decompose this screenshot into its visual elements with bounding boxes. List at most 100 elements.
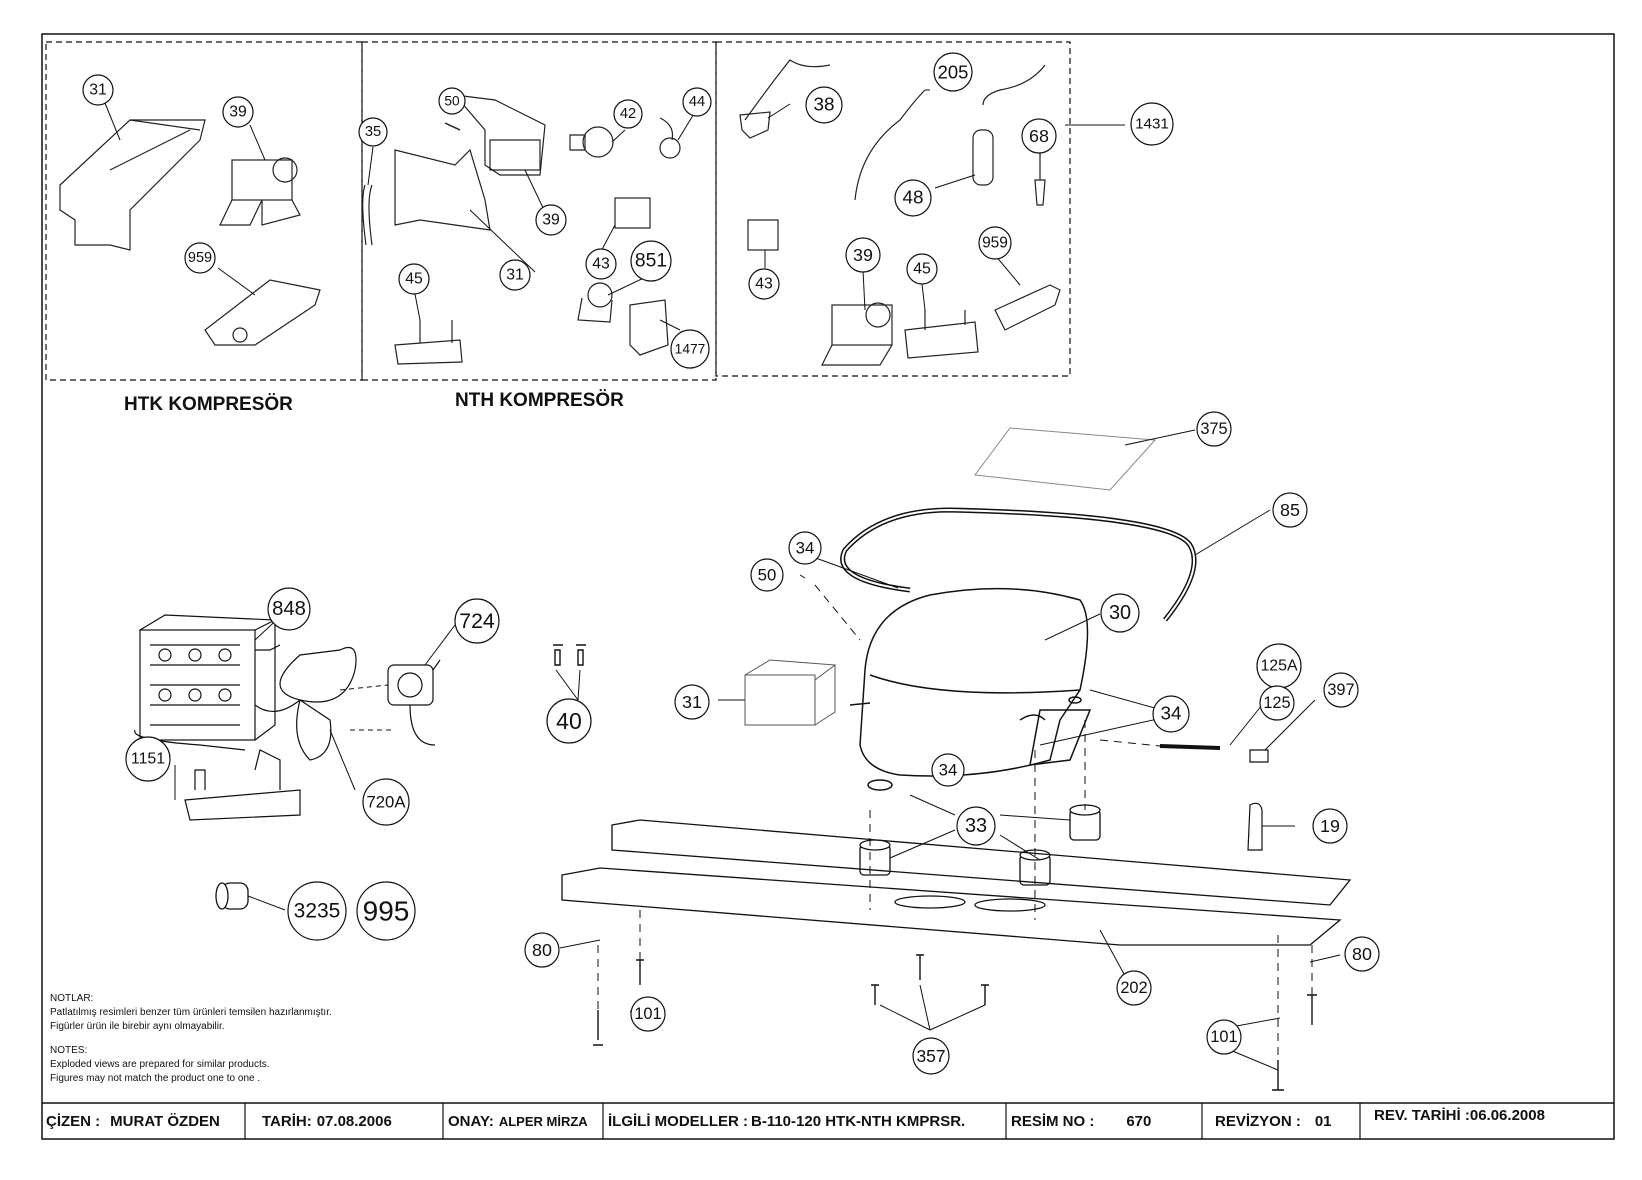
callout-circle xyxy=(674,684,710,720)
callout-label: 43 xyxy=(755,276,773,293)
callout-fan-assembly-995: 995 xyxy=(356,881,416,941)
callout-label: 995 xyxy=(363,896,410,927)
callout-circle xyxy=(184,242,216,274)
callout-top-middle-50: 50 xyxy=(438,87,466,115)
callout-circle xyxy=(585,248,617,280)
rev-date-value: 06.06.2008 xyxy=(1469,1107,1545,1124)
title-block-date: TARİH: 07.08.2006 xyxy=(262,1103,442,1139)
callout-circle xyxy=(613,99,643,129)
callout-top-middle-43: 43 xyxy=(585,248,617,280)
callout-fan-assembly-724: 724 xyxy=(454,598,500,644)
callout-circle xyxy=(630,996,666,1032)
callout-circle xyxy=(524,932,560,968)
callout-main-19: 19 xyxy=(1312,808,1348,844)
drawn-by-value: MURAT ÖZDEN xyxy=(110,1112,220,1130)
callout-circle xyxy=(1100,593,1140,633)
htk-bracket-part xyxy=(204,279,321,346)
callout-label: 375 xyxy=(1200,420,1227,438)
callout-main-125A: 125A xyxy=(1256,643,1302,689)
extra-parts-group-box xyxy=(715,41,1071,377)
callout-fan-assembly-1151: 1151 xyxy=(125,736,171,782)
revision-value: 01 xyxy=(1314,1112,1332,1130)
callout-circle xyxy=(748,268,780,300)
htk-section-title: HTK KOMPRESÖR xyxy=(124,394,293,415)
callout-circle xyxy=(630,240,672,282)
callout-circle xyxy=(535,204,567,236)
callout-circle xyxy=(125,736,171,782)
notes-en-heading: NOTES: xyxy=(50,1045,88,1056)
callout-label: 48 xyxy=(902,188,923,209)
callout-circle xyxy=(750,558,784,592)
callout-top-right-48: 48 xyxy=(894,179,932,217)
callout-circle xyxy=(1344,936,1380,972)
callout-circle xyxy=(499,259,531,291)
callout-label: 125 xyxy=(1263,694,1290,712)
callout-top-right-68: 68 xyxy=(1021,118,1057,154)
callout-top-middle-42: 42 xyxy=(613,99,643,129)
callout-circle xyxy=(805,86,843,124)
callout-circle xyxy=(906,253,938,285)
callout-top-middle-45: 45 xyxy=(398,263,430,295)
callout-label: 80 xyxy=(1352,944,1372,964)
approval-value: ALPER MİRZA xyxy=(498,1113,588,1129)
extra-parts xyxy=(739,59,1061,366)
callout-circle xyxy=(1259,685,1295,721)
callout-label: 397 xyxy=(1327,681,1354,699)
callout-circle xyxy=(912,1037,950,1075)
title-block-models: İLGİLİ MODELLER : B-110-120 HTK-NTH KMPR… xyxy=(608,1103,1004,1139)
callout-label: 85 xyxy=(1280,500,1300,520)
callout-label: 720A xyxy=(367,793,407,812)
callout-top-left-959: 959 xyxy=(184,242,216,274)
callout-label: 959 xyxy=(982,235,1008,252)
callout-label: 724 xyxy=(459,609,495,633)
callout-main-50: 50 xyxy=(750,558,784,592)
callout-top-middle-851: 851 xyxy=(630,240,672,282)
callout-label: 34 xyxy=(796,539,815,558)
callout-main-30: 30 xyxy=(1100,593,1140,633)
callout-label: 50 xyxy=(444,94,460,109)
condenser-coil-part xyxy=(134,614,281,751)
callout-top-right-1431: 1431 xyxy=(1130,102,1174,146)
grommet-parts xyxy=(215,804,1101,910)
callout-label: 39 xyxy=(542,212,560,229)
callout-main-125: 125 xyxy=(1259,685,1295,721)
callout-circle xyxy=(438,87,466,115)
screw-parts xyxy=(553,644,1317,1091)
callout-label: 34 xyxy=(939,761,958,780)
callout-top-middle-31: 31 xyxy=(499,259,531,291)
drawing-frame xyxy=(41,33,1615,1140)
callout-top-left-39: 39 xyxy=(222,96,254,128)
callout-label: 125A xyxy=(1260,658,1298,675)
callout-circle xyxy=(1323,672,1359,708)
callout-circle xyxy=(1312,808,1348,844)
callout-label: 30 xyxy=(1109,602,1131,624)
htk-relay-part xyxy=(219,157,301,226)
htk-cover-part xyxy=(59,119,206,251)
callout-circle xyxy=(1021,118,1057,154)
callout-fan-assembly-848: 848 xyxy=(267,587,311,631)
callout-main-101: 101 xyxy=(630,996,666,1032)
title-block-drawing-no: RESİM NO : 670 xyxy=(1011,1103,1201,1139)
callout-label: 101 xyxy=(634,1005,661,1023)
nth-parts xyxy=(362,94,681,365)
callout-label: 357 xyxy=(916,1046,945,1066)
callout-circle xyxy=(1152,695,1190,733)
callout-circle xyxy=(1206,1019,1242,1055)
models-value: B-110-120 HTK-NTH KMPRSR. xyxy=(751,1112,966,1130)
notes-tr-line1: Patlatılmış resimleri benzer tüm ürünler… xyxy=(50,1007,332,1018)
callout-top-middle-1477: 1477 xyxy=(670,329,710,369)
drawing-no-label: RESİM NO : xyxy=(1011,1112,1095,1130)
rev-date-label: REV. TARİHİ : xyxy=(1374,1107,1470,1124)
callout-circle xyxy=(362,778,410,826)
callout-main-31: 31 xyxy=(674,684,710,720)
callout-label: 33 xyxy=(965,815,987,837)
callout-main-40: 40 xyxy=(546,698,592,744)
callout-label: 43 xyxy=(592,256,610,273)
callout-main-34: 34 xyxy=(788,531,822,565)
notes-tr-line2: Figürler ürün ile birebir aynı olmayabil… xyxy=(50,1021,225,1032)
callout-label: 35 xyxy=(365,124,381,140)
callout-label: 3235 xyxy=(294,900,341,923)
date-label: TARİH: xyxy=(262,1112,312,1130)
callout-top-middle-44: 44 xyxy=(682,87,712,117)
